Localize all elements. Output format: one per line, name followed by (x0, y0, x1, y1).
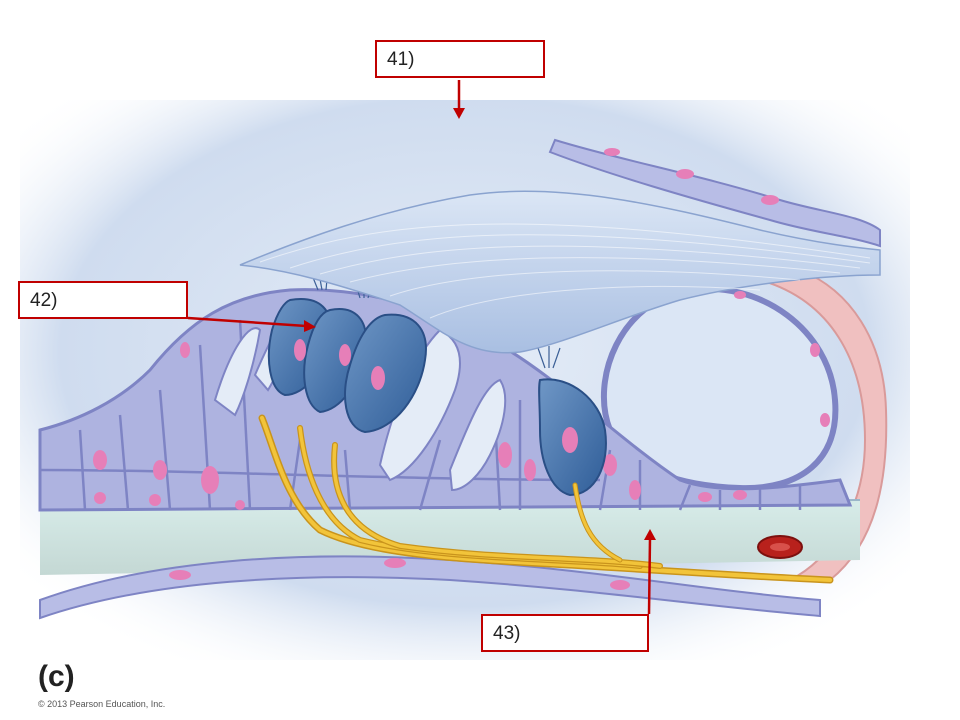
label-43-text: 43) (493, 623, 521, 644)
arrow-down-icon (453, 108, 465, 119)
label-box-42: 42) (18, 281, 188, 319)
cell-boundaries (39, 319, 802, 511)
hair-cells (267, 298, 607, 497)
label-42-text: 42) (30, 290, 58, 311)
panel-letter: (c) (38, 660, 75, 693)
label-41-text: 41) (387, 49, 415, 70)
nerve-fibers (258, 414, 834, 584)
leader-line-43 (647, 537, 652, 615)
label-box-41: 41) (375, 40, 545, 78)
upper-membrane-cells (548, 138, 881, 248)
lower-cell-layer (39, 555, 821, 620)
leader-line-42 (187, 316, 307, 328)
arrow-right-icon (304, 320, 316, 332)
hair-cell-nuclei (294, 339, 578, 453)
label-box-43: 43) (481, 614, 649, 652)
tectorial-fibers (259, 223, 871, 319)
basilar-membrane (40, 500, 860, 575)
arrow-up-icon (644, 529, 656, 540)
copyright-text: © 2013 Pearson Education, Inc. (38, 699, 166, 709)
